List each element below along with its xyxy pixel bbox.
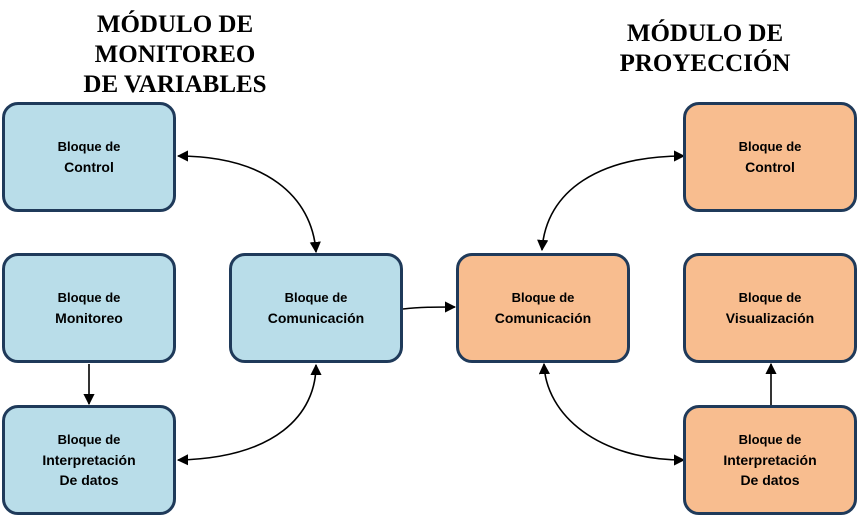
block-comunicacion-right: Bloque de Comunicación [456, 253, 630, 363]
title-line: MÓDULO DE [96, 11, 254, 38]
block-label-line: Bloque de [738, 290, 802, 305]
block-comunicacion-left: Bloque de Comunicación [229, 253, 403, 363]
title-line: MÓDULO DE [626, 20, 784, 47]
block-label-line: Bloque de [57, 290, 121, 305]
block-label-line: Interpretación [723, 452, 817, 468]
arrow-comunicacion-control-right [537, 150, 686, 252]
title-line: PROYECCIÓN [619, 50, 791, 77]
block-label-line: Comunicación [267, 310, 365, 326]
block-label-line: Interpretación [42, 452, 136, 468]
block-label-line: Bloque de [738, 432, 802, 447]
arrow-comunicacion-interpretacion-right [538, 362, 686, 466]
title-line: DE VARIABLES [83, 71, 267, 98]
block-label-line: De datos [740, 472, 800, 488]
title-line: MONITOREO [94, 41, 256, 68]
block-label-line: Monitoreo [55, 310, 123, 326]
block-label-line: De datos [59, 472, 119, 488]
arrow-control-comunicacion-left [176, 150, 321, 254]
block-label-line: Control [64, 159, 114, 175]
block-control-left: Bloque de Control [2, 102, 176, 212]
block-monitoreo-left: Bloque de Monitoreo [2, 253, 176, 363]
block-label-line: Bloque de [57, 139, 121, 154]
block-label-line: Visualización [725, 310, 815, 326]
block-label-line: Bloque de [57, 432, 121, 447]
block-label-line: Bloque de [284, 290, 348, 305]
block-label-line: Comunicación [494, 310, 592, 326]
block-interpretacion-left: Bloque de Interpretación De datos [2, 405, 176, 515]
block-label-line: Bloque de [738, 139, 802, 154]
block-control-right: Bloque de Control [683, 102, 857, 212]
block-interpretacion-right: Bloque de Interpretación De datos [683, 405, 857, 515]
title-monitoreo-module: MÓDULO DE MONITOREO DE VARIABLES [60, 10, 290, 100]
block-label-line: Bloque de [511, 290, 575, 305]
block-label-line: Control [745, 159, 795, 175]
arrow-comunicacion-left-right [402, 301, 457, 313]
title-proyeccion-module: MÓDULO DE PROYECCIÓN [600, 19, 810, 79]
arrow-comunicacion-interpretacion-left [176, 363, 322, 466]
block-visualizacion-right: Bloque de Visualización [683, 253, 857, 363]
